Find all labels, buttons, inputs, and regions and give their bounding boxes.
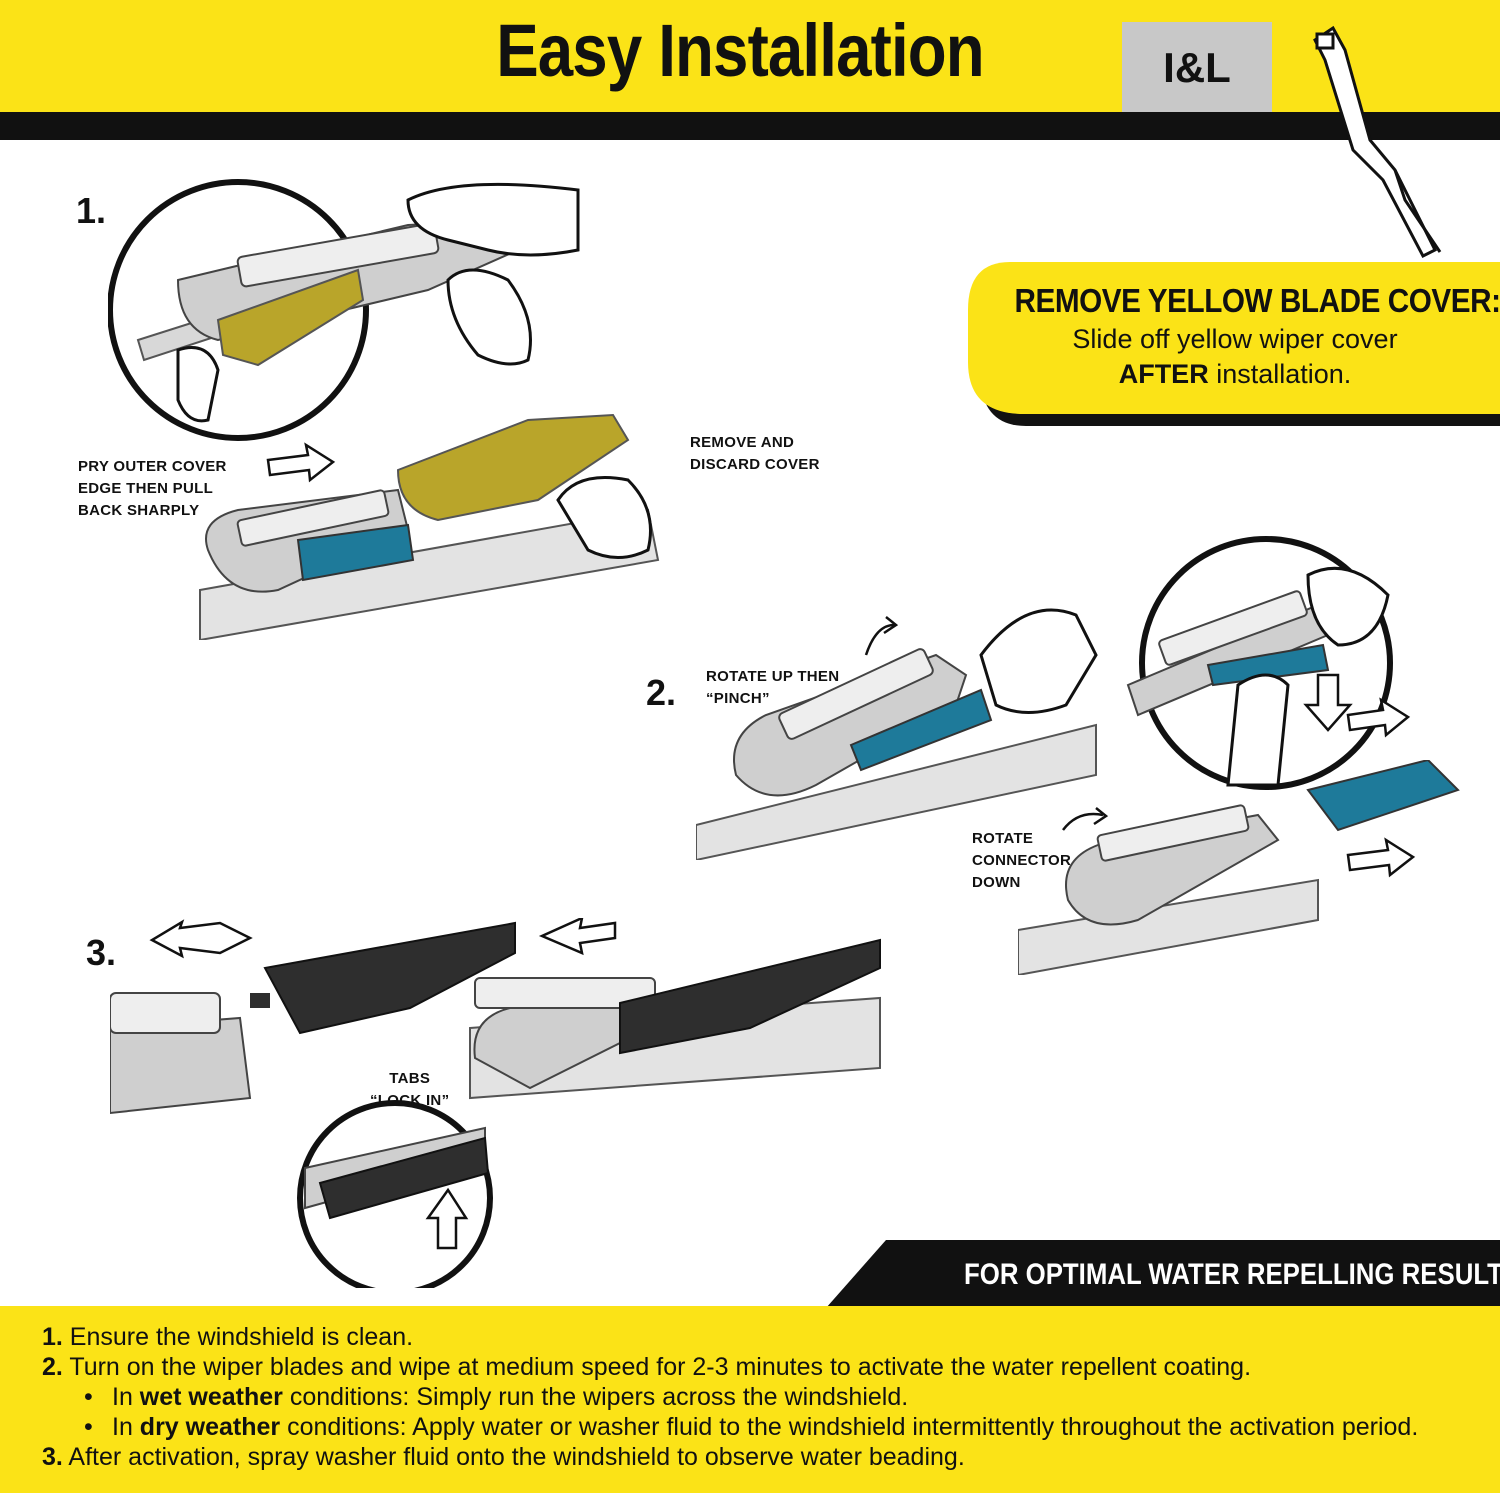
instructions-list: 1. Ensure the windshield is clean. 2. Tu… bbox=[42, 1322, 1482, 1472]
instruction-bullet-dry: • In dry weather conditions: Apply water … bbox=[42, 1412, 1482, 1442]
instruction-item-1: 1. Ensure the windshield is clean. bbox=[42, 1322, 1482, 1352]
spoiler-right bbox=[619, 938, 881, 1055]
teal-tab-2 bbox=[849, 688, 993, 772]
instruction-text: Ensure the windshield is clean. bbox=[62, 1323, 414, 1351]
remove-cover-line2: AFTER installation. bbox=[990, 359, 1480, 390]
olive-cover bbox=[216, 268, 365, 367]
instruction-item-2: 2. Turn on the wiper blades and wipe at … bbox=[42, 1352, 1482, 1382]
instructions-panel bbox=[0, 1306, 1500, 1493]
arrow-right-icon bbox=[1346, 837, 1416, 878]
remove-cover-heading: REMOVE YELLOW BLADE COVER: bbox=[1014, 282, 1500, 319]
arrow-right-icon bbox=[266, 442, 336, 483]
step-1-pry-label: PRY OUTER COVER EDGE THEN PULL BACK SHAR… bbox=[78, 458, 227, 519]
remove-cover-line1: Slide off yellow wiper cover bbox=[1072, 324, 1398, 354]
step-2-magnify-illustration bbox=[1126, 536, 1411, 790]
instruction-item-3: 3. After activation, spray washer fluid … bbox=[42, 1442, 1482, 1472]
arrow-down-icon bbox=[1303, 673, 1353, 732]
bullet-post: conditions: Apply water or washer fluid … bbox=[280, 1413, 1419, 1441]
optimal-results-banner bbox=[826, 1240, 1500, 1308]
blade-end-illustration bbox=[1313, 25, 1442, 258]
page-title: Easy Installation bbox=[496, 9, 984, 92]
olive-cover-removed bbox=[396, 413, 630, 522]
product-code-badge: I&L bbox=[1122, 22, 1272, 114]
arrow-up-icon bbox=[425, 1187, 469, 1250]
bullet-bold: wet weather bbox=[139, 1383, 283, 1411]
bullet-pre: In bbox=[112, 1413, 140, 1441]
installation-text: installation. bbox=[1208, 359, 1352, 389]
step-2-number: 2. bbox=[646, 672, 677, 713]
remove-cover-text: REMOVE YELLOW BLADE COVER: Slide off yel… bbox=[990, 282, 1500, 390]
teal-tab-1 bbox=[296, 523, 415, 582]
bullet-icon: • bbox=[84, 1383, 93, 1411]
instruction-number: 3. bbox=[42, 1443, 63, 1471]
step-1-illustration bbox=[108, 179, 660, 640]
instruction-text: Turn on the wiper blades and wipe at med… bbox=[62, 1353, 1252, 1381]
rotate-up-arrow-icon bbox=[864, 623, 895, 656]
step-2-rotate-up-label: ROTATE UP THEN “PINCH” bbox=[706, 668, 840, 707]
remove-cover-callout-bg bbox=[968, 262, 1500, 426]
after-emphasis: AFTER bbox=[1118, 359, 1209, 389]
header-divider bbox=[0, 112, 1500, 140]
bullet-bold: dry weather bbox=[139, 1413, 281, 1441]
step-1-remove-label: REMOVE AND DISCARD COVER bbox=[690, 434, 820, 473]
spoiler-left bbox=[263, 921, 516, 1035]
step-3-number: 3. bbox=[86, 932, 117, 973]
teal-cover-removed bbox=[1306, 760, 1460, 832]
bullet-post: conditions: Simply run the wipers across… bbox=[282, 1383, 909, 1411]
bullet-pre: In bbox=[112, 1383, 140, 1411]
arrow-left-icon bbox=[149, 919, 253, 959]
instruction-number: 1. bbox=[42, 1323, 63, 1351]
step-2-bottom-illustration bbox=[1018, 760, 1460, 975]
step-2-rotate-down-label: ROTATE CONNECTOR DOWN bbox=[972, 830, 1072, 891]
bullet-icon: • bbox=[84, 1413, 93, 1441]
step-1-number: 1. bbox=[76, 190, 107, 231]
step-2-left-illustration bbox=[696, 608, 1098, 860]
arrow-left-icon bbox=[538, 918, 617, 956]
instruction-bullet-wet: • In wet weather conditions: Simply run t… bbox=[42, 1382, 1482, 1412]
arrow-right-icon bbox=[1346, 697, 1411, 738]
step-3-illustration bbox=[110, 918, 881, 1288]
optimal-results-heading: FOR OPTIMAL WATER REPELLING RESULTS: bbox=[964, 1258, 1500, 1291]
step-3-tabs-label: TABS “LOCK IN” bbox=[370, 1070, 450, 1109]
rotate-down-arrow-icon bbox=[1062, 812, 1104, 831]
instruction-text: After activation, spray washer fluid ont… bbox=[62, 1443, 965, 1471]
instruction-number: 2. bbox=[42, 1353, 63, 1381]
